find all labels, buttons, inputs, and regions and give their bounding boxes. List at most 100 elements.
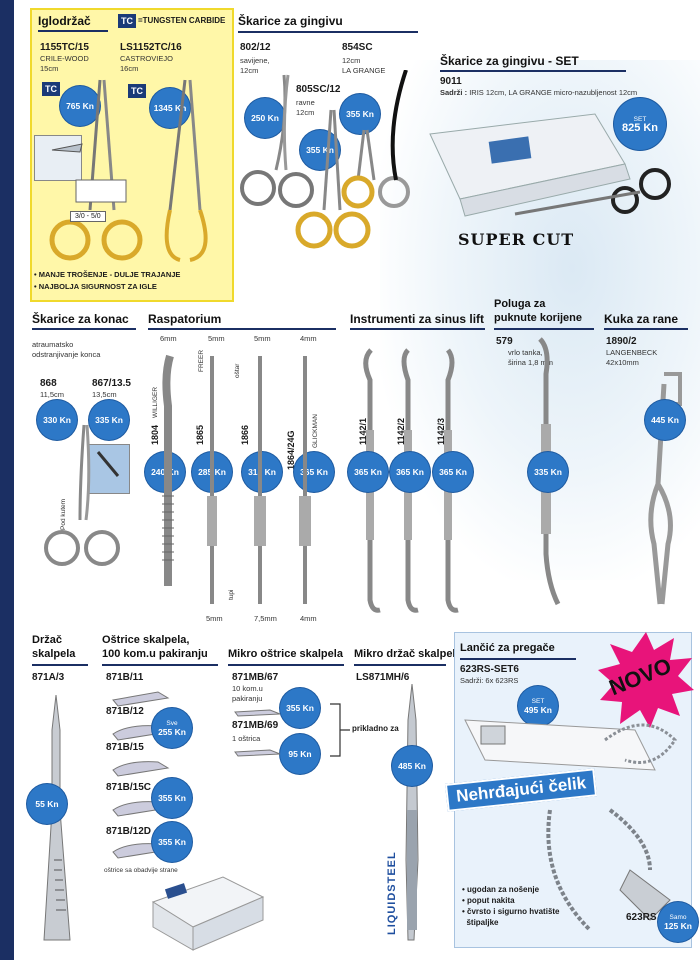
blades-illustration bbox=[112, 691, 170, 859]
nh-feature-1-text: MANJE TROŠENJE - DULJE TRAJANJE bbox=[38, 270, 181, 279]
sh-code: 871A/3 bbox=[32, 672, 65, 683]
gs2-price-badge: 355 Kn bbox=[300, 130, 340, 170]
ac-features: • ugodan za nošenje • poput nakita • čvr… bbox=[462, 884, 560, 928]
ac-feature-4: štipaljke bbox=[462, 917, 560, 928]
r4-top: 4mm bbox=[300, 334, 317, 343]
gum-scissors-illustration bbox=[240, 70, 410, 249]
micro-holder-underline bbox=[354, 664, 446, 666]
ss2-size: 13,5cm bbox=[92, 390, 117, 399]
wound-hook-underline bbox=[604, 328, 688, 330]
blades-title-1: Oštrice skalpela, bbox=[102, 634, 190, 646]
r1-top: 6mm bbox=[160, 334, 177, 343]
ac-feature-3-text: čvrsto i sigurno hvatište bbox=[467, 907, 560, 916]
mh-price-badge: 485 Kn bbox=[392, 746, 432, 786]
sinus-lift-underline bbox=[350, 328, 485, 330]
ss2-code: 867/13.5 bbox=[92, 378, 131, 389]
gum-set-contents-text: IRIS 12cm, LA GRANGE micro-nazubljenost … bbox=[469, 88, 638, 97]
rl-code: 579 bbox=[496, 336, 513, 347]
blade-12-code: 871B/12 bbox=[106, 706, 144, 717]
apron-chain-illustration bbox=[546, 808, 671, 932]
gs3-price-badge: 355 Kn bbox=[340, 94, 380, 134]
ac-single-price: 125 Kn bbox=[664, 921, 692, 931]
ac-single-code: 623RS bbox=[626, 912, 657, 923]
micro-blades-illustration bbox=[234, 709, 281, 757]
tc-legend: =TUNGSTEN CARBIDE bbox=[138, 16, 226, 25]
sh-price-badge: 55 Kn bbox=[27, 784, 67, 824]
blades-note: oštrice sa obadvije strane bbox=[104, 867, 178, 874]
ss2-price-badge: 335 Kn bbox=[89, 400, 129, 440]
nh2-name: CASTROVIEJO bbox=[120, 54, 173, 63]
blades-title-2: 100 kom.u pakiranju bbox=[102, 648, 208, 660]
nh1-tc-badge: TC bbox=[42, 82, 60, 96]
gs1-desc2: 12cm bbox=[240, 66, 259, 75]
mb2-desc1: 1 oštrica bbox=[232, 734, 261, 743]
mb1-price-badge: 355 Kn bbox=[280, 688, 320, 728]
wh-code: 1890/2 bbox=[606, 336, 637, 347]
nh1-price-badge: 765 Kn bbox=[60, 86, 100, 126]
sinus-lift-title: Instrumenti za sinus lift bbox=[350, 312, 485, 326]
rl-desc1: vrlo tanka, bbox=[508, 348, 543, 357]
mb1-desc1: 10 kom.u bbox=[232, 684, 263, 693]
suture-scissors-title: Škarice za konac bbox=[32, 312, 129, 326]
gum-scissors-title: Škarice za gingivu bbox=[238, 14, 343, 28]
raspatorium-illustration bbox=[162, 354, 311, 604]
ac-feature-3: • čvrsto i sigurno hvatište bbox=[462, 907, 560, 916]
needle-holder-title: Iglodržač bbox=[38, 14, 91, 28]
sl1-code: 1142/1 bbox=[358, 417, 368, 445]
ss1-price-badge: 330 Kn bbox=[37, 400, 77, 440]
gum-set-contents-label: Sadrži : bbox=[440, 88, 468, 97]
wh-price-badge: 445 Kn bbox=[645, 400, 685, 440]
mb2-code: 871MB/69 bbox=[232, 720, 279, 731]
needle-holder-illustration bbox=[49, 79, 208, 262]
micro-blades-title: Mikro oštrice skalpela bbox=[228, 648, 343, 660]
gs3-code: 854SC bbox=[342, 42, 373, 53]
sl1-price-badge: 365 Kn bbox=[348, 452, 388, 492]
ss-desc2: odstranjivanje konca bbox=[32, 350, 101, 359]
scalpel-holder-title-1: Držač bbox=[32, 634, 62, 646]
ss-desc1: atraumatsko bbox=[32, 340, 74, 349]
r3-top: 5mm bbox=[254, 334, 271, 343]
wound-hook-title: Kuka za rane bbox=[604, 312, 679, 326]
sl2-price-badge: 365 Kn bbox=[390, 452, 430, 492]
mb1-desc2: pakiranju bbox=[232, 694, 263, 703]
nh2-code: LS1152TC/16 bbox=[120, 42, 182, 53]
gs3-desc2: LA GRANGE bbox=[342, 66, 386, 75]
nh1-code: 1155TC/15 bbox=[40, 42, 89, 53]
supercut-brand: SUPER CUT bbox=[458, 230, 575, 249]
nh2-size: 16cm bbox=[120, 64, 139, 73]
micro-holder-illustration bbox=[405, 683, 419, 941]
liquidsteel-brand: LIQUIDSTEEL bbox=[386, 851, 398, 935]
page-spine bbox=[0, 0, 14, 960]
nh-feature-2: • NAJBOLJA SIGURNOST ZA IGLE bbox=[34, 282, 157, 291]
nh-feature-1: • MANJE TROŠENJE - DULJE TRAJANJE bbox=[34, 270, 181, 279]
ss1-size: 11,5cm bbox=[40, 390, 65, 399]
raspatorium-title: Raspatorium bbox=[148, 312, 222, 326]
root-lever-underline bbox=[494, 328, 594, 330]
blade-15c-code: 871B/15C bbox=[106, 782, 152, 793]
blades-all-label: Sve bbox=[166, 720, 178, 727]
needle-holder-underline bbox=[38, 30, 108, 32]
gs2-code: 805SC/12 bbox=[296, 84, 341, 95]
nh-tip-label: 3/0 - 5/0 bbox=[70, 211, 106, 222]
nh-feature-2-text: NAJBOLJA SIGURNOST ZA IGLE bbox=[38, 282, 157, 291]
gum-set-label: SET bbox=[633, 116, 647, 123]
blades-all-price: 255 Kn bbox=[158, 727, 186, 737]
scalpel-holder-title-2: skalpela bbox=[32, 648, 76, 660]
ac-feature-4-text: štipaljke bbox=[466, 918, 499, 927]
fits-bracket bbox=[330, 703, 350, 757]
root-lever-title-1: Poluga za bbox=[494, 298, 546, 310]
root-lever-title-2: puknute korijene bbox=[494, 312, 583, 324]
tc-badge: TC bbox=[118, 14, 136, 28]
blade-12d-code: 871B/12D bbox=[106, 826, 152, 837]
sl3-price-badge: 365 Kn bbox=[433, 452, 473, 492]
gum-set-box-illustration bbox=[429, 113, 671, 217]
mb1-code: 871MB/67 bbox=[232, 672, 279, 683]
ac-code: 623RS-SET6 bbox=[460, 664, 519, 675]
ac-feature-2-text: poput nakita bbox=[467, 896, 515, 905]
gum-set-price: 825 Kn bbox=[621, 122, 659, 134]
ac-contents: Sadrži: 6x 623RS bbox=[460, 676, 519, 685]
r2-top: 5mm bbox=[208, 334, 225, 343]
wh-name: LANGENBECK bbox=[606, 348, 658, 357]
